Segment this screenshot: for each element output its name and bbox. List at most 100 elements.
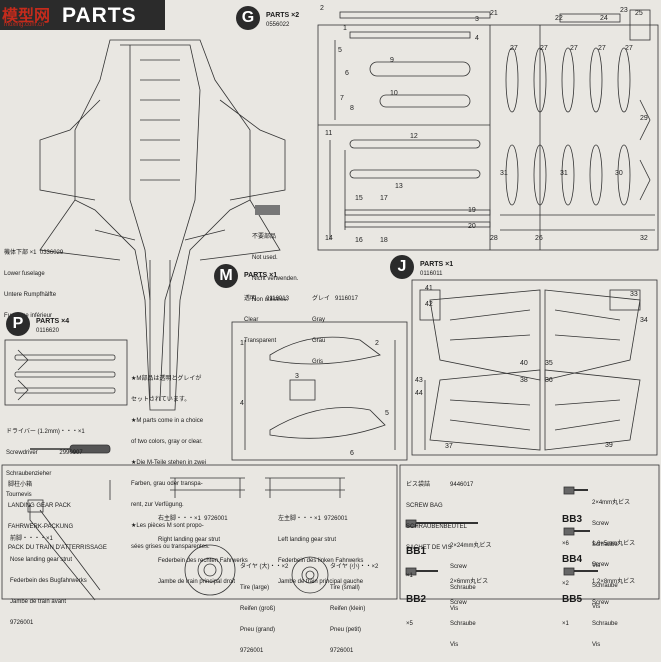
- svg-text:26: 26: [535, 235, 543, 242]
- sprue-m-canopy: [244, 336, 396, 450]
- header-bar: [0, 0, 165, 30]
- svg-text:24: 24: [600, 15, 608, 22]
- sprue-p-label: PARTS ×4: [36, 318, 70, 325]
- svg-text:31: 31: [500, 170, 508, 177]
- tire-drawings: [184, 544, 329, 596]
- screw-bb5-desc: 1.2×8mm丸ビス Screw Schraube Vis: [592, 579, 636, 648]
- sprue-j-wings: [419, 289, 641, 451]
- svg-text:38: 38: [520, 377, 528, 384]
- svg-text:11: 11: [325, 130, 332, 137]
- sprue-m-color-gray: グレイ 9116017 Gray Grau Gris: [312, 296, 358, 365]
- svg-text:36: 36: [545, 377, 553, 384]
- svg-text:19: 19: [468, 207, 476, 214]
- svg-text:20: 20: [468, 223, 476, 230]
- svg-text:23: 23: [620, 7, 628, 14]
- sprue-g-badge: G: [236, 6, 260, 30]
- screwdriver-label: ドライバー (1.2mm)・・・×1 Screwdriver 2990907 S…: [6, 429, 85, 498]
- svg-text:6: 6: [345, 70, 349, 77]
- svg-text:1: 1: [343, 25, 347, 32]
- tire-large-label: タイヤ (大)・・×2 Tire (large) Reifen (groß) P…: [240, 564, 289, 654]
- svg-text:41: 41: [425, 285, 433, 292]
- svg-text:2: 2: [320, 5, 324, 12]
- sprue-p-missiles: [14, 349, 116, 401]
- sprue-g-code: 0556022: [266, 22, 290, 28]
- svg-text:33: 33: [630, 291, 638, 298]
- screw-bb2-desc: 2×6mm丸ビス Screw Schraube Vis: [450, 579, 489, 648]
- sprue-m-badge: M: [214, 264, 238, 288]
- svg-text:27: 27: [570, 45, 578, 52]
- right-gear-label: 右主脚・・・×1 9726001 Right landing gear stru…: [158, 516, 248, 585]
- screw-bag-title: ビス袋詰 9446017 SCREW BAG SCHRAUBENBEUTEL S…: [406, 482, 474, 551]
- sprue-m-note: ★M部品は透明とグレイが セットされています。 ★M parts come in…: [131, 376, 210, 550]
- screw-bb3: BB3 ×6: [562, 514, 583, 547]
- svg-text:4: 4: [475, 35, 479, 42]
- svg-text:16: 16: [355, 237, 363, 244]
- svg-text:43: 43: [415, 377, 423, 384]
- sprue-p-frame: [4, 339, 128, 406]
- sprue-m-color-clear: 透明 0116013 Clear Transparent: [244, 296, 289, 344]
- sprue-g-rods: [329, 11, 491, 240]
- left-gear-label: 左主脚・・・×1 9726001 Left landing gear strut…: [278, 516, 364, 585]
- sprue-j-frame: [411, 279, 658, 456]
- svg-text:44: 44: [415, 390, 423, 397]
- sprue-g-frame: [317, 24, 659, 251]
- lower-fuselage-drawing: [39, 39, 286, 411]
- sprue-j-code: 0116011: [420, 271, 443, 277]
- svg-text:39: 39: [605, 442, 613, 449]
- svg-text:37: 37: [445, 443, 453, 450]
- svg-text:42: 42: [425, 301, 433, 308]
- svg-text:31: 31: [560, 170, 568, 177]
- svg-text:30: 30: [615, 170, 623, 177]
- screw-bag-frame: [399, 464, 660, 600]
- svg-text:13: 13: [395, 183, 403, 190]
- svg-text:21: 21: [490, 10, 498, 17]
- svg-text:7: 7: [340, 95, 344, 102]
- page-title: PARTS: [62, 4, 137, 27]
- screw-bb4: BB4 ×2: [562, 554, 583, 587]
- screw-bb1: BB1 ×1: [406, 546, 427, 579]
- svg-text:25: 25: [635, 10, 643, 17]
- sprue-g-unused-note: 不要部品 Not used. Nicht verwenden. Non util…: [252, 234, 299, 303]
- landing-gear-title: 脚柱小箱 LANDING GEAR PACK FAHRWERK-PACKUNG …: [8, 482, 107, 551]
- svg-text:1: 1: [240, 340, 244, 347]
- tire-small-label: タイヤ (小)・・×2 Tire (small) Reifen (klein) …: [330, 564, 379, 654]
- svg-text:4: 4: [240, 400, 244, 407]
- screwdriver-drawing: [30, 444, 111, 454]
- svg-text:10: 10: [390, 90, 398, 97]
- sprue-g-bombs: [500, 9, 655, 231]
- nose-gear-label: 前脚・・・・×1 Nose landing gear strut Federbe…: [10, 536, 87, 626]
- site-logo-sub: moxing.com.cn: [4, 22, 45, 28]
- svg-text:28: 28: [490, 235, 498, 242]
- screw-drawings: [405, 486, 598, 576]
- svg-text:18: 18: [380, 237, 388, 244]
- sprue-g-label: PARTS ×2: [266, 12, 300, 19]
- svg-text:5: 5: [338, 47, 342, 54]
- screw-bb2: BB2 ×5: [406, 594, 427, 627]
- svg-text:35: 35: [545, 360, 553, 367]
- landing-gear-drawing: [27, 477, 345, 601]
- svg-text:3: 3: [295, 373, 299, 380]
- sprue-m-label: PARTS ×1: [244, 272, 278, 279]
- sprue-p-badge: P: [6, 312, 30, 336]
- svg-text:3: 3: [475, 16, 479, 23]
- screw-bb3-desc: 2×4mm丸ビス Screw Schraube Vis: [592, 500, 631, 569]
- svg-text:15: 15: [355, 195, 363, 202]
- sprue-j-badge: J: [390, 255, 414, 279]
- landing-gear-frame: [1, 464, 398, 600]
- svg-text:32: 32: [640, 235, 648, 242]
- svg-text:27: 27: [510, 45, 518, 52]
- svg-text:27: 27: [625, 45, 633, 52]
- svg-text:12: 12: [410, 133, 418, 140]
- svg-text:14: 14: [325, 235, 333, 242]
- svg-text:8: 8: [350, 105, 354, 112]
- svg-text:27: 27: [598, 45, 606, 52]
- svg-text:27: 27: [540, 45, 548, 52]
- sprue-p-code: 0116620: [36, 328, 59, 334]
- sprue-j-label: PARTS ×1: [420, 261, 454, 268]
- svg-text:17: 17: [380, 195, 388, 202]
- svg-text:40: 40: [520, 360, 528, 367]
- svg-text:6: 6: [350, 450, 354, 457]
